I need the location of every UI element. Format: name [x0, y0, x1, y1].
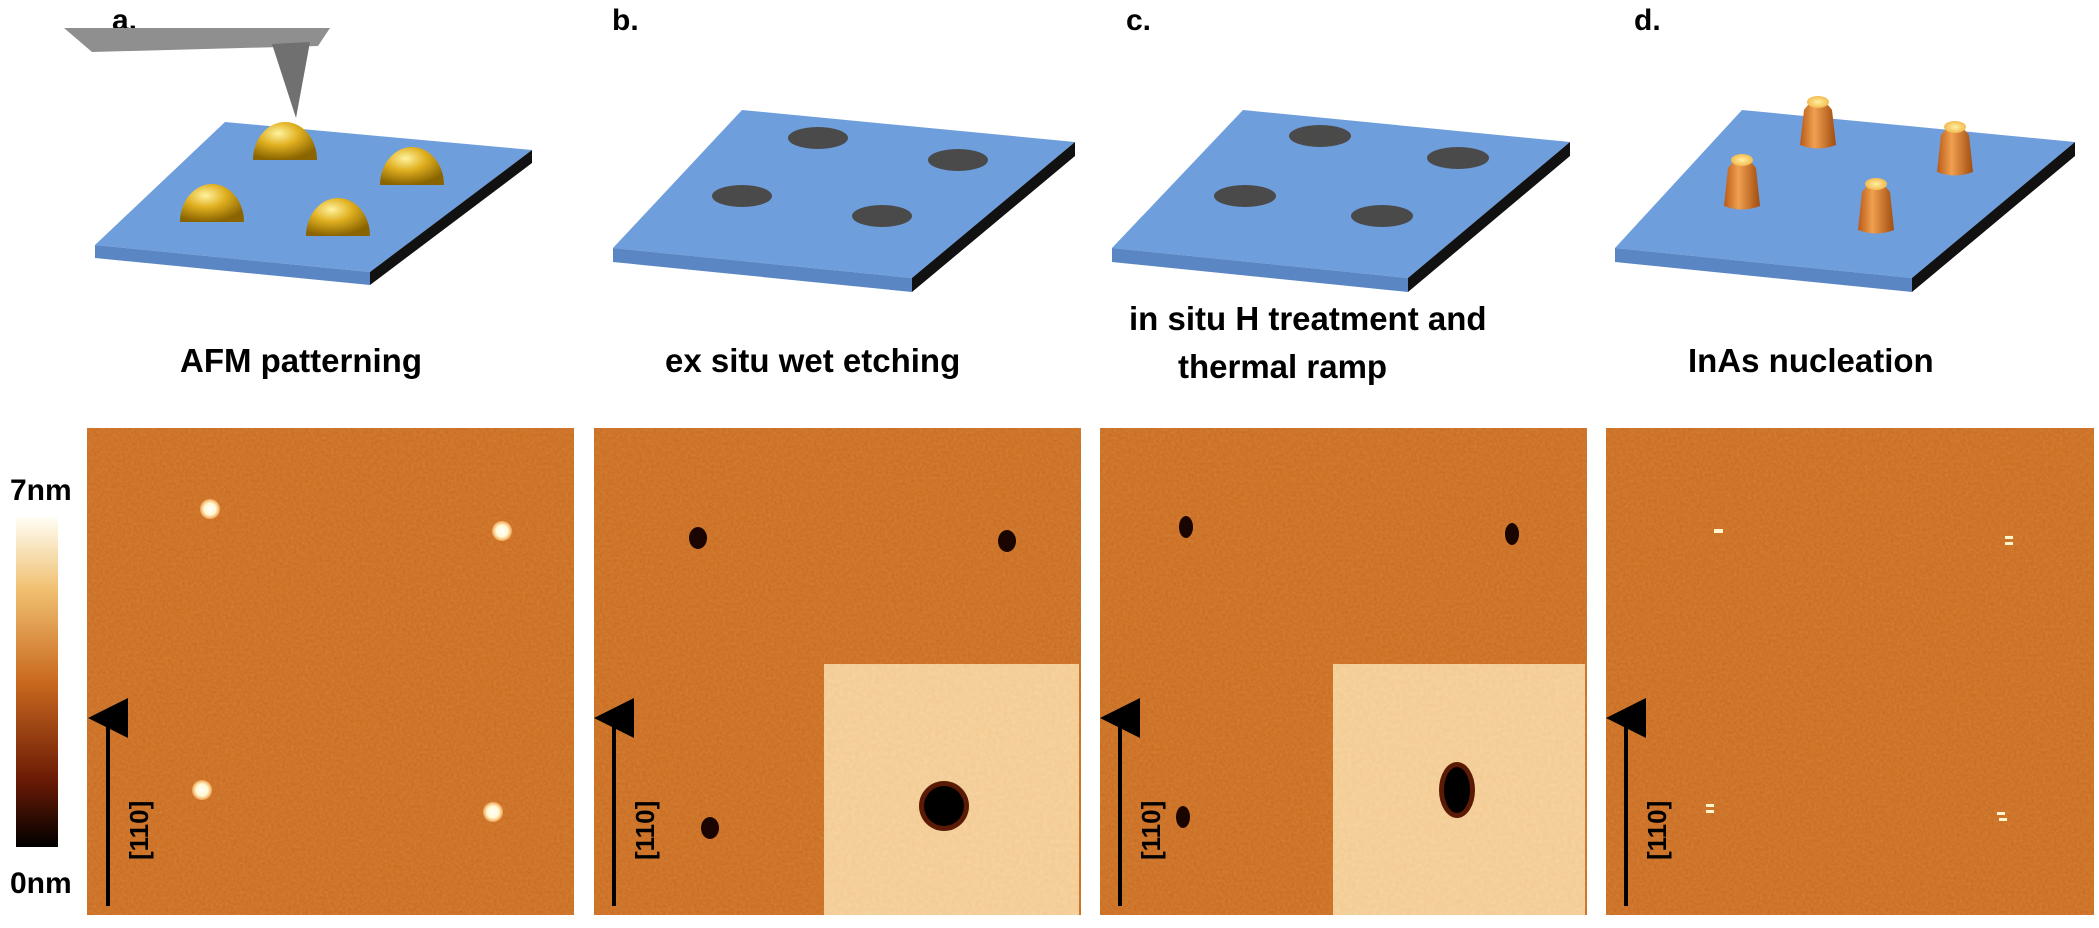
- panel-b-caption: ex situ wet etching: [665, 342, 960, 379]
- direction-label: [110]: [1136, 801, 1166, 860]
- substrate-side-a: [370, 150, 532, 285]
- direction-label: [110]: [630, 801, 660, 860]
- height-scale-bar: 7nm 0nm: [10, 474, 72, 900]
- substrate-side-b: [912, 142, 1075, 292]
- scale-top-label: 7nm: [10, 474, 72, 507]
- afm-image-c: [110]: [1100, 428, 1587, 915]
- scale-gradient: [16, 517, 58, 847]
- bright-dot: [483, 802, 503, 822]
- substrate-front-c: [1112, 248, 1408, 292]
- panel-d-schematic: d. InAs nucleation: [1615, 4, 2075, 379]
- afm-image-d: [110]: [1606, 428, 2094, 915]
- dark-hole: [689, 527, 707, 549]
- substrate-front-a: [95, 245, 370, 285]
- bright-dot: [200, 499, 220, 519]
- dark-hole: [1179, 516, 1193, 538]
- inas-dot-spot: [1999, 818, 2007, 821]
- inas-dot: [1858, 178, 1894, 234]
- inas-dot: [1724, 154, 1760, 210]
- panel-b-letter: b.: [612, 4, 639, 37]
- afm-tip: [272, 42, 310, 118]
- panel-c-schematic: c. in situ H treatment and thermal ramp: [1112, 4, 1570, 385]
- gold-dot: [253, 122, 317, 160]
- substrate-front-b: [613, 248, 912, 292]
- gold-dot: [306, 198, 370, 236]
- substrate-top-d: [1615, 110, 2075, 278]
- panel-d-caption: InAs nucleation: [1688, 342, 1934, 379]
- etched-hole: [1289, 125, 1351, 147]
- etched-hole: [1351, 205, 1413, 227]
- dark-hole: [1505, 523, 1519, 545]
- inas-dot: [1800, 96, 1836, 149]
- afm-cantilever: [64, 28, 330, 52]
- inset-zoom-c: [1333, 664, 1585, 915]
- panel-b-schematic: b. ex situ wet etching: [612, 4, 1075, 379]
- bright-dot: [492, 521, 512, 541]
- inas-dot-spot: [1714, 529, 1723, 533]
- substrate-front-d: [1615, 248, 1912, 292]
- substrate-side-d: [1912, 142, 2075, 292]
- gold-dot: [180, 184, 244, 222]
- direction-label: [110]: [124, 801, 154, 860]
- dark-hole: [1176, 806, 1190, 828]
- panel-c-caption-line2: thermal ramp: [1178, 348, 1387, 385]
- afm-image-b: [110]: [594, 428, 1081, 915]
- substrate-side-c: [1408, 142, 1570, 292]
- panel-a-caption: AFM patterning: [180, 342, 422, 379]
- inas-dot-spot: [1706, 804, 1714, 807]
- etched-hole: [852, 205, 912, 227]
- inas-dot-spot: [2005, 536, 2013, 539]
- inas-dot-spot: [1706, 810, 1714, 813]
- etched-hole: [1214, 185, 1276, 207]
- panel-d-letter: d.: [1634, 4, 1661, 37]
- gold-dot: [380, 147, 444, 185]
- scale-bottom-label: 0nm: [10, 867, 72, 900]
- dark-hole: [701, 817, 719, 839]
- direction-label: [110]: [1642, 801, 1672, 860]
- inset-zoom-b: [824, 664, 1079, 915]
- panel-c-letter: c.: [1126, 4, 1151, 37]
- dark-hole: [998, 530, 1016, 552]
- afm-image-a: [110]: [87, 428, 574, 915]
- bright-dot: [192, 780, 212, 800]
- inas-dot-spot: [1997, 812, 2005, 815]
- inas-dot-spot: [2005, 542, 2013, 545]
- panel-c-caption-line1: in situ H treatment and: [1129, 300, 1487, 337]
- inas-dot: [1937, 121, 1973, 176]
- panel-a-schematic: a. AFM patterning: [64, 4, 532, 379]
- etched-hole: [928, 149, 988, 171]
- etched-hole: [1427, 147, 1489, 169]
- etched-hole: [788, 127, 848, 149]
- etched-hole: [712, 185, 772, 207]
